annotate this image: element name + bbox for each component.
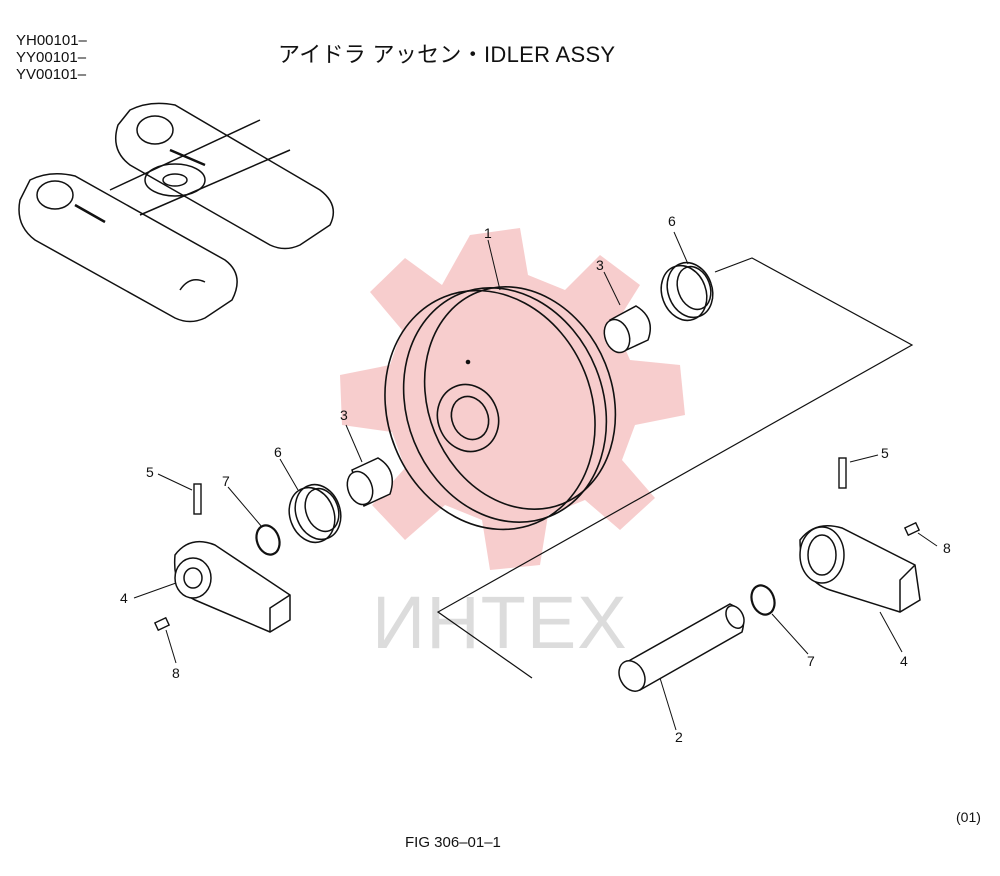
track-frame-inset: [18, 102, 335, 323]
callout-6: 6: [274, 444, 282, 460]
revision-label: (01): [956, 809, 981, 825]
watermark-gear-icon: [340, 228, 685, 570]
callout-7: 7: [807, 653, 815, 669]
callout-5: 5: [881, 445, 889, 461]
serial-number: YY00101–: [16, 49, 87, 66]
serial-number: YH00101–: [16, 32, 87, 49]
bushing-lower: [346, 457, 393, 508]
o-ring-right: [750, 584, 776, 616]
idler-shaft: [618, 603, 745, 692]
callout-3: 3: [596, 257, 604, 273]
callout-4: 4: [120, 590, 128, 606]
serial-number: YV00101–: [16, 66, 87, 83]
assembly-outline: [436, 257, 914, 679]
diagram-title: アイドラ アッセン・IDLER ASSY: [278, 42, 616, 67]
serial-number-list: YH00101– YY00101– YV00101–: [16, 32, 87, 83]
callout-8: 8: [172, 665, 180, 681]
floating-seal-lower: [288, 483, 342, 544]
support-bracket-right: [799, 525, 921, 613]
callout-7: 7: [222, 473, 230, 489]
callout-3: 3: [340, 407, 348, 423]
pin-right: [838, 457, 847, 489]
callout-5: 5: [146, 464, 154, 480]
callout-2: 2: [675, 729, 683, 745]
idler-wheel: [384, 286, 617, 531]
set-screw-right: [903, 521, 921, 537]
callout-4: 4: [900, 653, 908, 669]
bushing-upper: [603, 305, 651, 354]
watermark-text: ИНТЕХ: [372, 581, 628, 664]
callout-1: 1: [484, 225, 492, 241]
pin-left: [193, 483, 202, 515]
callout-8: 8: [943, 540, 951, 556]
o-ring-left: [255, 524, 281, 556]
figure-number: FIG 306–01–1: [405, 834, 501, 851]
set-screw-left: [153, 616, 171, 632]
floating-seal-upper: [660, 261, 714, 322]
support-bracket-left: [173, 540, 291, 633]
callout-6: 6: [668, 213, 676, 229]
leader-lines: [133, 231, 938, 731]
